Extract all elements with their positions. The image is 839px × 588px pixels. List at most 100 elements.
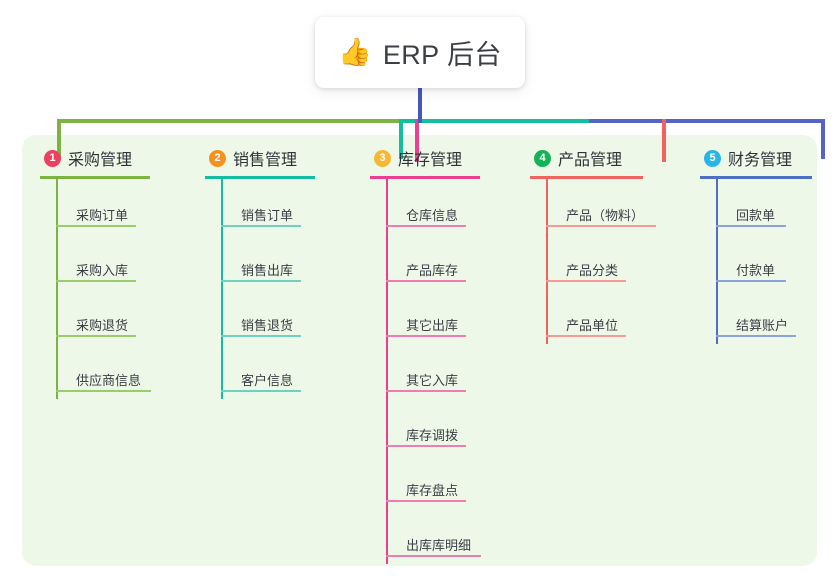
branch-header-4[interactable]: 4 产品管理 [530,145,643,171]
branch-title: 库存管理 [398,152,463,169]
branch-column-3: 3 库存管理仓库信息产品库存其它出库其它入库库存调拨库存盘点出库库明细 [370,145,481,564]
connector-root-stem [418,86,422,123]
branch-spine [716,179,718,344]
diagram-panel-background [22,135,817,566]
branch-item-rule [386,555,481,557]
branch-item-label: 销售订单 [241,208,294,223]
connector-leg-4 [662,119,666,162]
branch-item-label: 供应商信息 [76,373,142,388]
branch-item-rule [386,445,466,447]
branch-item-rule [56,280,136,282]
branch-item[interactable]: 产品单位 [546,289,643,344]
branch-item[interactable]: 供应商信息 [56,344,151,399]
branch-title: 产品管理 [558,152,623,169]
branch-item-label: 客户信息 [241,373,294,388]
branch-column-4: 4 产品管理产品（物料） 产品分类产品单位 [530,145,656,344]
branch-spine [221,179,223,399]
branch-item[interactable]: 采购入库 [56,234,150,289]
page-title: ERP 后台 [382,40,502,70]
branch-item-list: 销售订单销售出库销售退货客户信息 [221,179,315,399]
branch-item[interactable]: 仓库信息 [386,179,480,234]
connector-bus-green [57,119,401,123]
branch-item[interactable]: 产品分类 [546,234,643,289]
connector-leg-1 [57,119,61,159]
branch-item-rule [386,335,466,337]
branch-item[interactable]: 销售订单 [221,179,315,234]
branch-item[interactable]: 产品库存 [386,234,480,289]
branch-header-rule [205,176,315,179]
branch-item-rule [716,280,786,282]
branch-item-rule [221,280,301,282]
branch-item-list: 采购订单采购入库采购退货供应商信息 [56,179,151,399]
branch-item-label: 仓库信息 [406,208,459,223]
branch-item-label: 采购订单 [76,208,129,223]
branch-header-rule [530,176,643,179]
thumbs-up-icon: 👍 [338,37,372,67]
branch-item-rule [56,390,151,392]
branch-item[interactable]: 采购退货 [56,289,150,344]
branch-item[interactable]: 产品（物料） [546,179,656,234]
branch-item-rule [386,280,466,282]
branch-title: 财务管理 [728,152,793,169]
branch-number-badge: 3 [374,149,391,167]
branch-item[interactable]: 库存盘点 [386,454,480,509]
branch-item-list: 仓库信息产品库存其它出库其它入库库存调拨库存盘点出库库明细 [386,179,481,564]
branch-item[interactable]: 客户信息 [221,344,315,399]
connector-bus-blue [415,119,825,123]
branch-item-rule [221,390,301,392]
branch-item-label: 采购退货 [76,318,129,333]
branch-spine [546,179,548,344]
branch-item-label: 产品库存 [406,263,459,278]
branch-title: 销售管理 [233,152,298,169]
branch-column-5: 5 财务管理回款单付款单结算账户 [700,145,812,344]
branch-item-label: 产品分类 [566,263,619,278]
branch-item-label: 结算账户 [736,318,789,333]
branch-item[interactable]: 其它入库 [386,344,480,399]
branch-spine [386,179,388,564]
branch-item[interactable]: 销售出库 [221,234,315,289]
branch-item-label: 付款单 [736,263,776,278]
connector-bus-teal [399,119,589,123]
branch-item[interactable]: 付款单 [716,234,812,289]
branch-item-label: 其它出库 [406,318,459,333]
branch-item[interactable]: 采购订单 [56,179,150,234]
branch-item[interactable]: 回款单 [716,179,812,234]
branch-number-badge: 2 [209,149,226,167]
branch-item-list: 产品（物料） 产品分类产品单位 [546,179,656,344]
branch-item[interactable]: 库存调拨 [386,399,480,454]
branch-item-rule [56,225,136,227]
branch-column-2: 2 销售管理销售订单销售出库销售退货客户信息 [205,145,315,399]
branch-number-badge: 4 [534,149,551,167]
branch-item-label: 产品单位 [566,318,619,333]
branch-item-rule [716,225,786,227]
branch-item-label: 销售出库 [241,263,294,278]
branch-title: 采购管理 [68,152,133,169]
branch-item-label: 回款单 [736,208,776,223]
branch-item-label: 库存盘点 [406,483,459,498]
branch-header-rule [40,176,150,179]
branch-item-rule [221,225,301,227]
branch-header-rule [700,176,812,179]
branch-number-badge: 5 [704,149,721,167]
root-node-card[interactable]: 👍 ERP 后台 [315,17,525,88]
branch-header-2[interactable]: 2 销售管理 [205,145,315,171]
branch-item[interactable]: 其它出库 [386,289,480,344]
branch-item-rule [386,225,466,227]
branch-item[interactable]: 结算账户 [716,289,812,344]
branch-item[interactable]: 出库库明细 [386,509,481,564]
branch-item-rule [716,335,796,337]
connector-leg-3 [415,119,419,162]
branch-item-rule [546,280,626,282]
branch-item-label: 产品（物料） [566,208,645,223]
branch-header-rule [370,176,480,179]
branch-item[interactable]: 销售退货 [221,289,315,344]
branch-item-label: 库存调拨 [406,428,459,443]
branch-header-3[interactable]: 3 库存管理 [370,145,480,171]
branch-item-rule [56,335,136,337]
branch-header-5[interactable]: 5 财务管理 [700,145,812,171]
branch-item-rule [386,500,466,502]
branch-item-rule [386,390,466,392]
